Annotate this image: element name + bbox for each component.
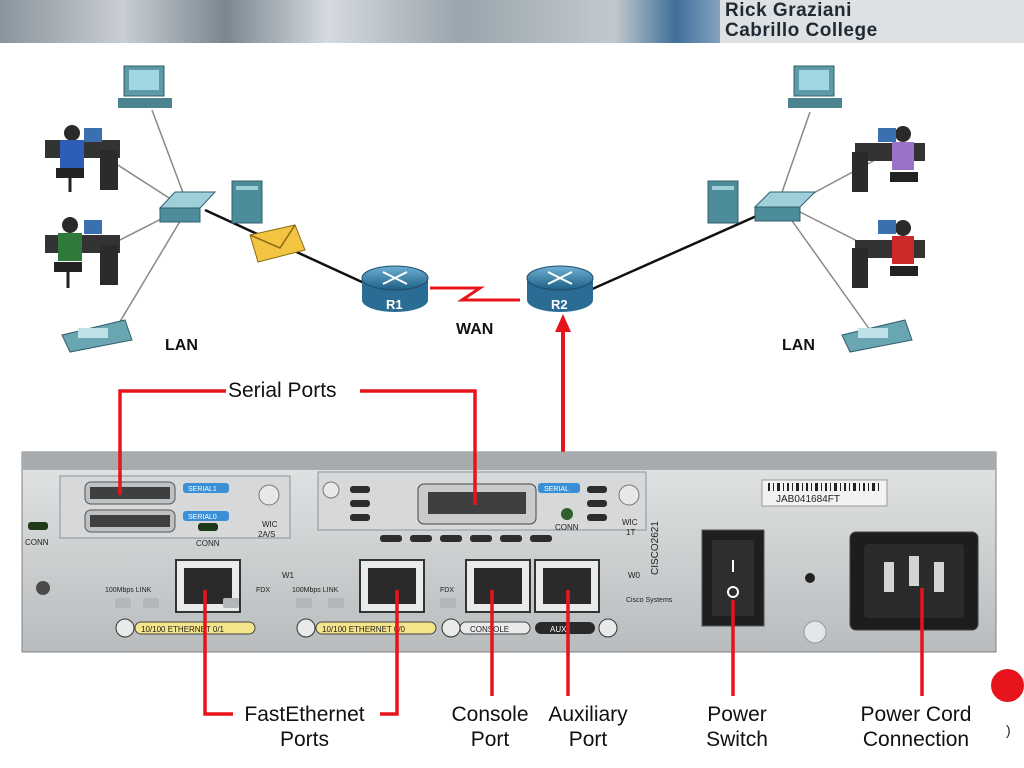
router-r2-icon: [526, 265, 594, 312]
serial1-label: SERIAL1: [188, 486, 217, 493]
callout-line-1: FastEthernet: [244, 703, 365, 726]
right-switch-icon: [753, 191, 817, 222]
right-lan-label: LAN: [782, 337, 815, 354]
router-r1-label: R1: [386, 297, 403, 312]
serial-label: SERIAL: [544, 486, 569, 493]
wic2-sub-label: 1T: [626, 528, 635, 537]
console-port-callout: Console Port: [440, 702, 540, 752]
left-server-icon: [231, 180, 263, 224]
wan-serial-link: [430, 286, 520, 302]
wic1-label: WIC: [262, 520, 278, 529]
callout-line-1: Power Cord: [860, 703, 972, 726]
right-lan-router-link: [589, 208, 771, 292]
pc-icon: [788, 65, 842, 108]
wic1-sub-label: 2A/S: [258, 530, 275, 539]
router-arrow-head: [555, 314, 571, 332]
console-label: CONSOLE: [470, 625, 509, 634]
user-workstation-icon: [45, 125, 120, 192]
wic2-label: WIC: [622, 518, 638, 527]
institution-name: Cabrillo College: [725, 20, 878, 41]
callout-line-2: Ports: [279, 728, 329, 751]
user-workstation-icon: [852, 220, 925, 288]
fastethernet-ports-callout: FastEthernet Ports: [232, 702, 377, 752]
fdx-label-a: FDX: [256, 587, 270, 594]
w0-label: W0: [628, 571, 641, 580]
callout-line-2: Switch: [706, 728, 768, 751]
callout-line-2: Port: [470, 728, 510, 751]
eth01-label: 10/100 ETHERNET 0/1: [141, 625, 225, 634]
left-lan-label: LAN: [165, 337, 198, 354]
model-label: CISCO2621: [650, 521, 661, 575]
serial-ports-callout: Serial Ports: [228, 379, 337, 402]
power-switch-callout: Power Switch: [692, 702, 782, 752]
callout-line-1: Power: [707, 703, 767, 726]
aux-label: AUX: [550, 625, 567, 634]
right-server-icon: [707, 180, 739, 224]
left-switch-icon: [158, 191, 217, 223]
wan-label: WAN: [456, 321, 494, 338]
power-cord-callout: Power Cord Connection: [850, 702, 982, 752]
router-r2-label: R2: [551, 297, 568, 312]
header-banner: Rick Graziani Cabrillo College: [0, 0, 1024, 43]
serial0-label: SERIAL0: [188, 514, 217, 521]
callout-line-2: Connection: [862, 728, 970, 751]
link-label-b: 100Mbps LINK: [292, 587, 339, 594]
user-workstation-icon: [45, 217, 120, 288]
ip-phone-icon: [841, 319, 913, 353]
link-label-a: 100Mbps LINK: [105, 587, 152, 594]
red-dot-marker: [991, 669, 1024, 702]
eth00-label: 10/100 ETHERNET 0/0: [322, 625, 406, 634]
auxiliary-port-callout: Auxiliary Port: [538, 702, 638, 752]
conn-left-label: CONN: [25, 538, 49, 547]
callout-line-2: Port: [568, 728, 608, 751]
ip-phone-icon: [61, 319, 133, 353]
router-back-panel: [21, 451, 997, 653]
fdx-label-b: FDX: [440, 587, 454, 594]
credit-panel: [720, 0, 1024, 43]
author-name: Rick Graziani: [725, 0, 852, 21]
user-workstation-icon: [852, 126, 925, 192]
w1-label: W1: [282, 571, 295, 580]
pc-icon: [118, 65, 172, 108]
serial-number-label: JAB041684FT: [776, 494, 840, 505]
callout-line-1: Auxiliary: [548, 703, 628, 726]
router-r1-icon: [361, 265, 429, 312]
callout-lines: [118, 389, 924, 716]
conn-mid-label: CONN: [196, 539, 220, 548]
envelope-icon: [249, 224, 306, 263]
brand-label: Cisco Systems: [626, 597, 673, 604]
conn-right-label: CONN: [555, 523, 579, 532]
callout-line-1: Console: [451, 703, 529, 726]
footer-mark: ): [1006, 722, 1011, 738]
